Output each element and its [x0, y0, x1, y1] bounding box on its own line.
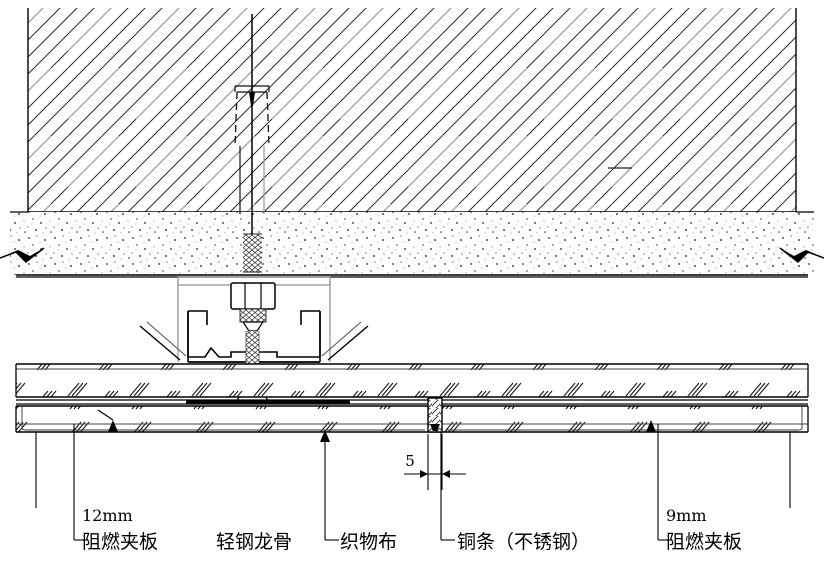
callout-plywood-12-material: 阻燃夹板 [82, 531, 158, 553]
leader-arrow-stem-1 [97, 409, 114, 421]
leader-arrow-fabric [320, 430, 330, 442]
hex-nut [230, 282, 276, 332]
callout-fabric-label: 织物布 [340, 531, 397, 553]
callout-plywood-12-thickness: 12mm [82, 506, 133, 525]
mortar-screed-layer [0, 211, 824, 276]
callout-copper-strip-label: 铜条（不锈钢） [457, 531, 590, 553]
fire-retardant-plywood-12mm-layer [15, 363, 809, 398]
dimension-value-label: 5 [405, 452, 415, 470]
ceiling-plenum-void [16, 276, 808, 362]
leader-arrow-plywood-9 [646, 420, 656, 432]
dimension-5: 5 [404, 434, 466, 490]
concrete-slab-layer [27, 8, 797, 213]
copper-strip-stainless-steel [427, 397, 443, 433]
expansion-anchor-bolt [234, 14, 270, 273]
callout-steel-keel-label: 轻钢龙骨 [216, 531, 292, 553]
fire-retardant-plywood-9mm-layer [15, 405, 809, 433]
callout-text-group: 12mm 阻燃夹板 轻钢龙骨 织物布 铜条（不锈钢） 9mm 阻燃夹板 [82, 506, 742, 553]
callout-leaders [35, 409, 791, 541]
callout-plywood-9-thickness: 9mm [666, 506, 707, 525]
callout-plywood-9-material: 阻燃夹板 [666, 531, 742, 553]
leader-arrow-plywood-12 [108, 420, 118, 432]
fabric-cloth-layer [16, 399, 808, 405]
